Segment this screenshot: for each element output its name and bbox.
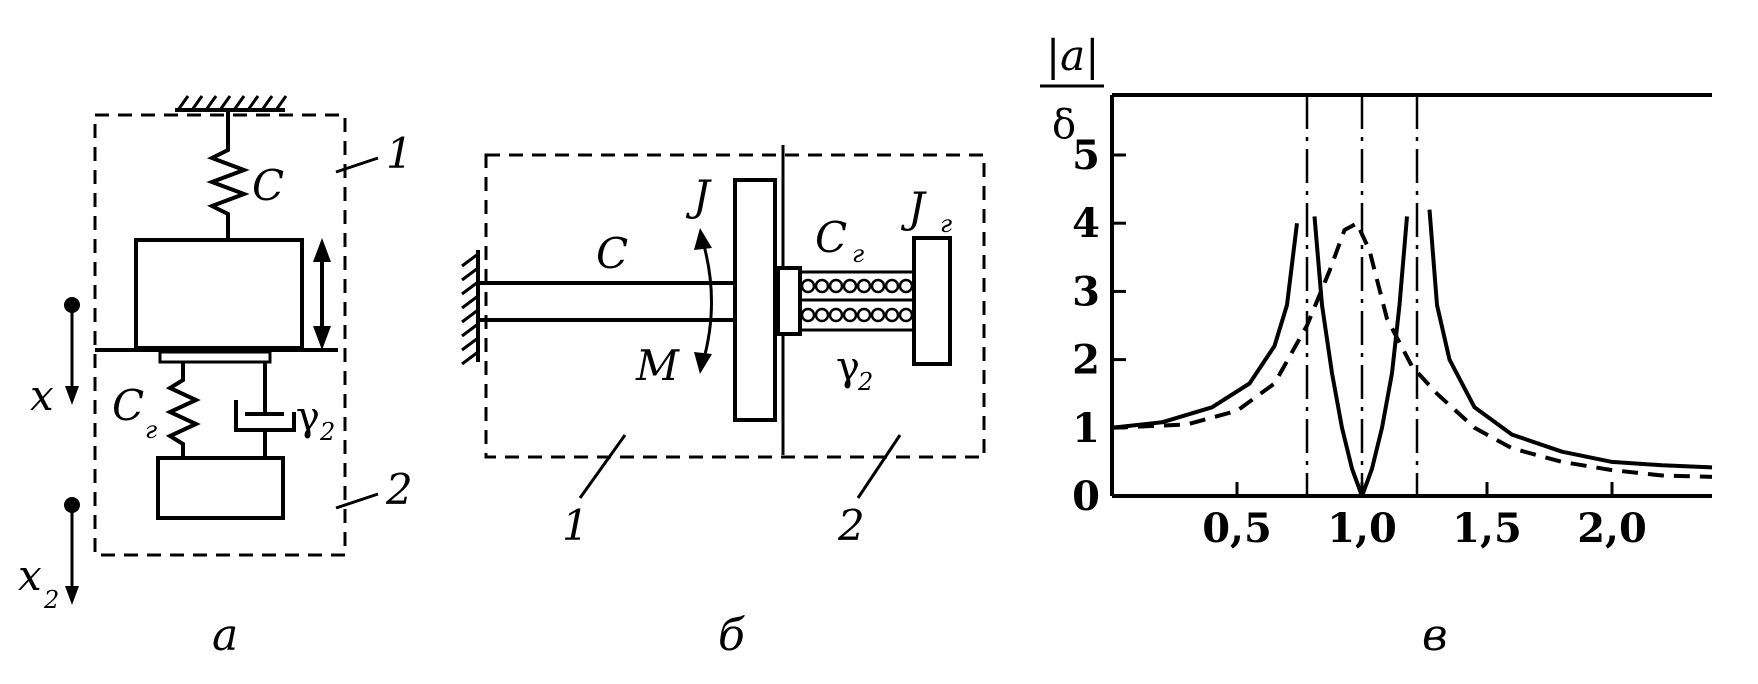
marker-1: 1 xyxy=(562,501,589,550)
x-tick-label: 2,0 xyxy=(1577,505,1647,552)
diagram-b: C J M C г J г γ 2 1 xyxy=(461,145,986,661)
x-tick-label: 1,0 xyxy=(1327,505,1397,552)
y-axis-label-numerator: |a| xyxy=(1046,31,1099,80)
label-x2-subscript: 2 xyxy=(43,586,59,614)
ground-support xyxy=(175,95,288,112)
y-tick-label: 0 xyxy=(1072,473,1100,520)
label-gamma-subscript: 2 xyxy=(857,368,873,396)
absorber-mount xyxy=(158,350,272,364)
label-gamma-subscript: 2 xyxy=(319,418,335,446)
label-cg: C xyxy=(112,381,144,430)
y-axis-label-denominator: δ xyxy=(1052,102,1076,148)
caption-b: б xyxy=(718,610,745,661)
y-tick-label: 2 xyxy=(1072,337,1100,384)
label-c: C xyxy=(252,161,284,210)
label-cg: C xyxy=(815,213,847,262)
label-gamma: γ xyxy=(296,394,320,440)
y-tick-label: 5 xyxy=(1072,132,1100,179)
y-tick-label: 4 xyxy=(1072,200,1100,247)
dashed-series-line xyxy=(1111,221,1713,479)
marker-1: 1 xyxy=(386,129,413,178)
label-x2: x xyxy=(18,551,42,600)
solid-series-line xyxy=(1427,209,1713,470)
label-cg-subscript: г xyxy=(145,416,157,444)
label-jg-subscript: г xyxy=(940,210,952,238)
marker-2: 2 xyxy=(837,501,865,550)
x-tick-label: 1,5 xyxy=(1452,505,1522,552)
vibration-arrow xyxy=(313,238,331,350)
disk-jg xyxy=(912,236,952,366)
label-gamma: γ xyxy=(836,344,860,390)
chart-v: 0 1 2 3 4 5 0,5 1,0 1,5 2,0 |a| δ в xyxy=(1040,31,1713,661)
label-c: C xyxy=(596,229,628,278)
x-displacement-arrow xyxy=(64,297,80,405)
caption-v: в xyxy=(1422,610,1448,661)
label-jg: J xyxy=(900,183,927,232)
disk-j xyxy=(733,178,777,422)
coupling-spring-cg xyxy=(800,270,914,332)
solid-series-line xyxy=(1111,222,1299,430)
x-tick-label: 0,5 xyxy=(1202,505,1272,552)
label-m: M xyxy=(635,341,680,390)
absorber-mass xyxy=(156,456,285,520)
label-x: x xyxy=(30,371,54,420)
marker-2-leader xyxy=(856,434,902,499)
damper-gamma2 xyxy=(234,362,296,458)
caption-a: а xyxy=(212,610,238,661)
label-cg-subscript: г xyxy=(852,240,864,268)
marker-1-leader xyxy=(335,156,379,174)
y-tick-label: 3 xyxy=(1072,268,1100,315)
marker-2-leader xyxy=(335,492,379,510)
y-tick-label: 1 xyxy=(1072,405,1100,452)
diagram-a: C C г γ 2 xyxy=(18,95,413,661)
hub xyxy=(776,266,802,336)
spring-cg xyxy=(165,362,201,458)
solid-series-line xyxy=(1312,216,1409,498)
subsystem-dashed-box xyxy=(484,153,986,459)
wall-support xyxy=(461,250,480,366)
x2-displacement-arrow xyxy=(64,497,80,605)
main-mass xyxy=(134,238,304,350)
spring-c xyxy=(206,110,250,240)
shaft-c xyxy=(478,281,735,322)
marker-1-leader xyxy=(578,434,627,499)
subsystem-1-dashed-box xyxy=(93,113,347,557)
label-j: J xyxy=(685,171,712,220)
rotation-arrow-m xyxy=(694,228,713,374)
marker-2: 2 xyxy=(385,465,413,514)
